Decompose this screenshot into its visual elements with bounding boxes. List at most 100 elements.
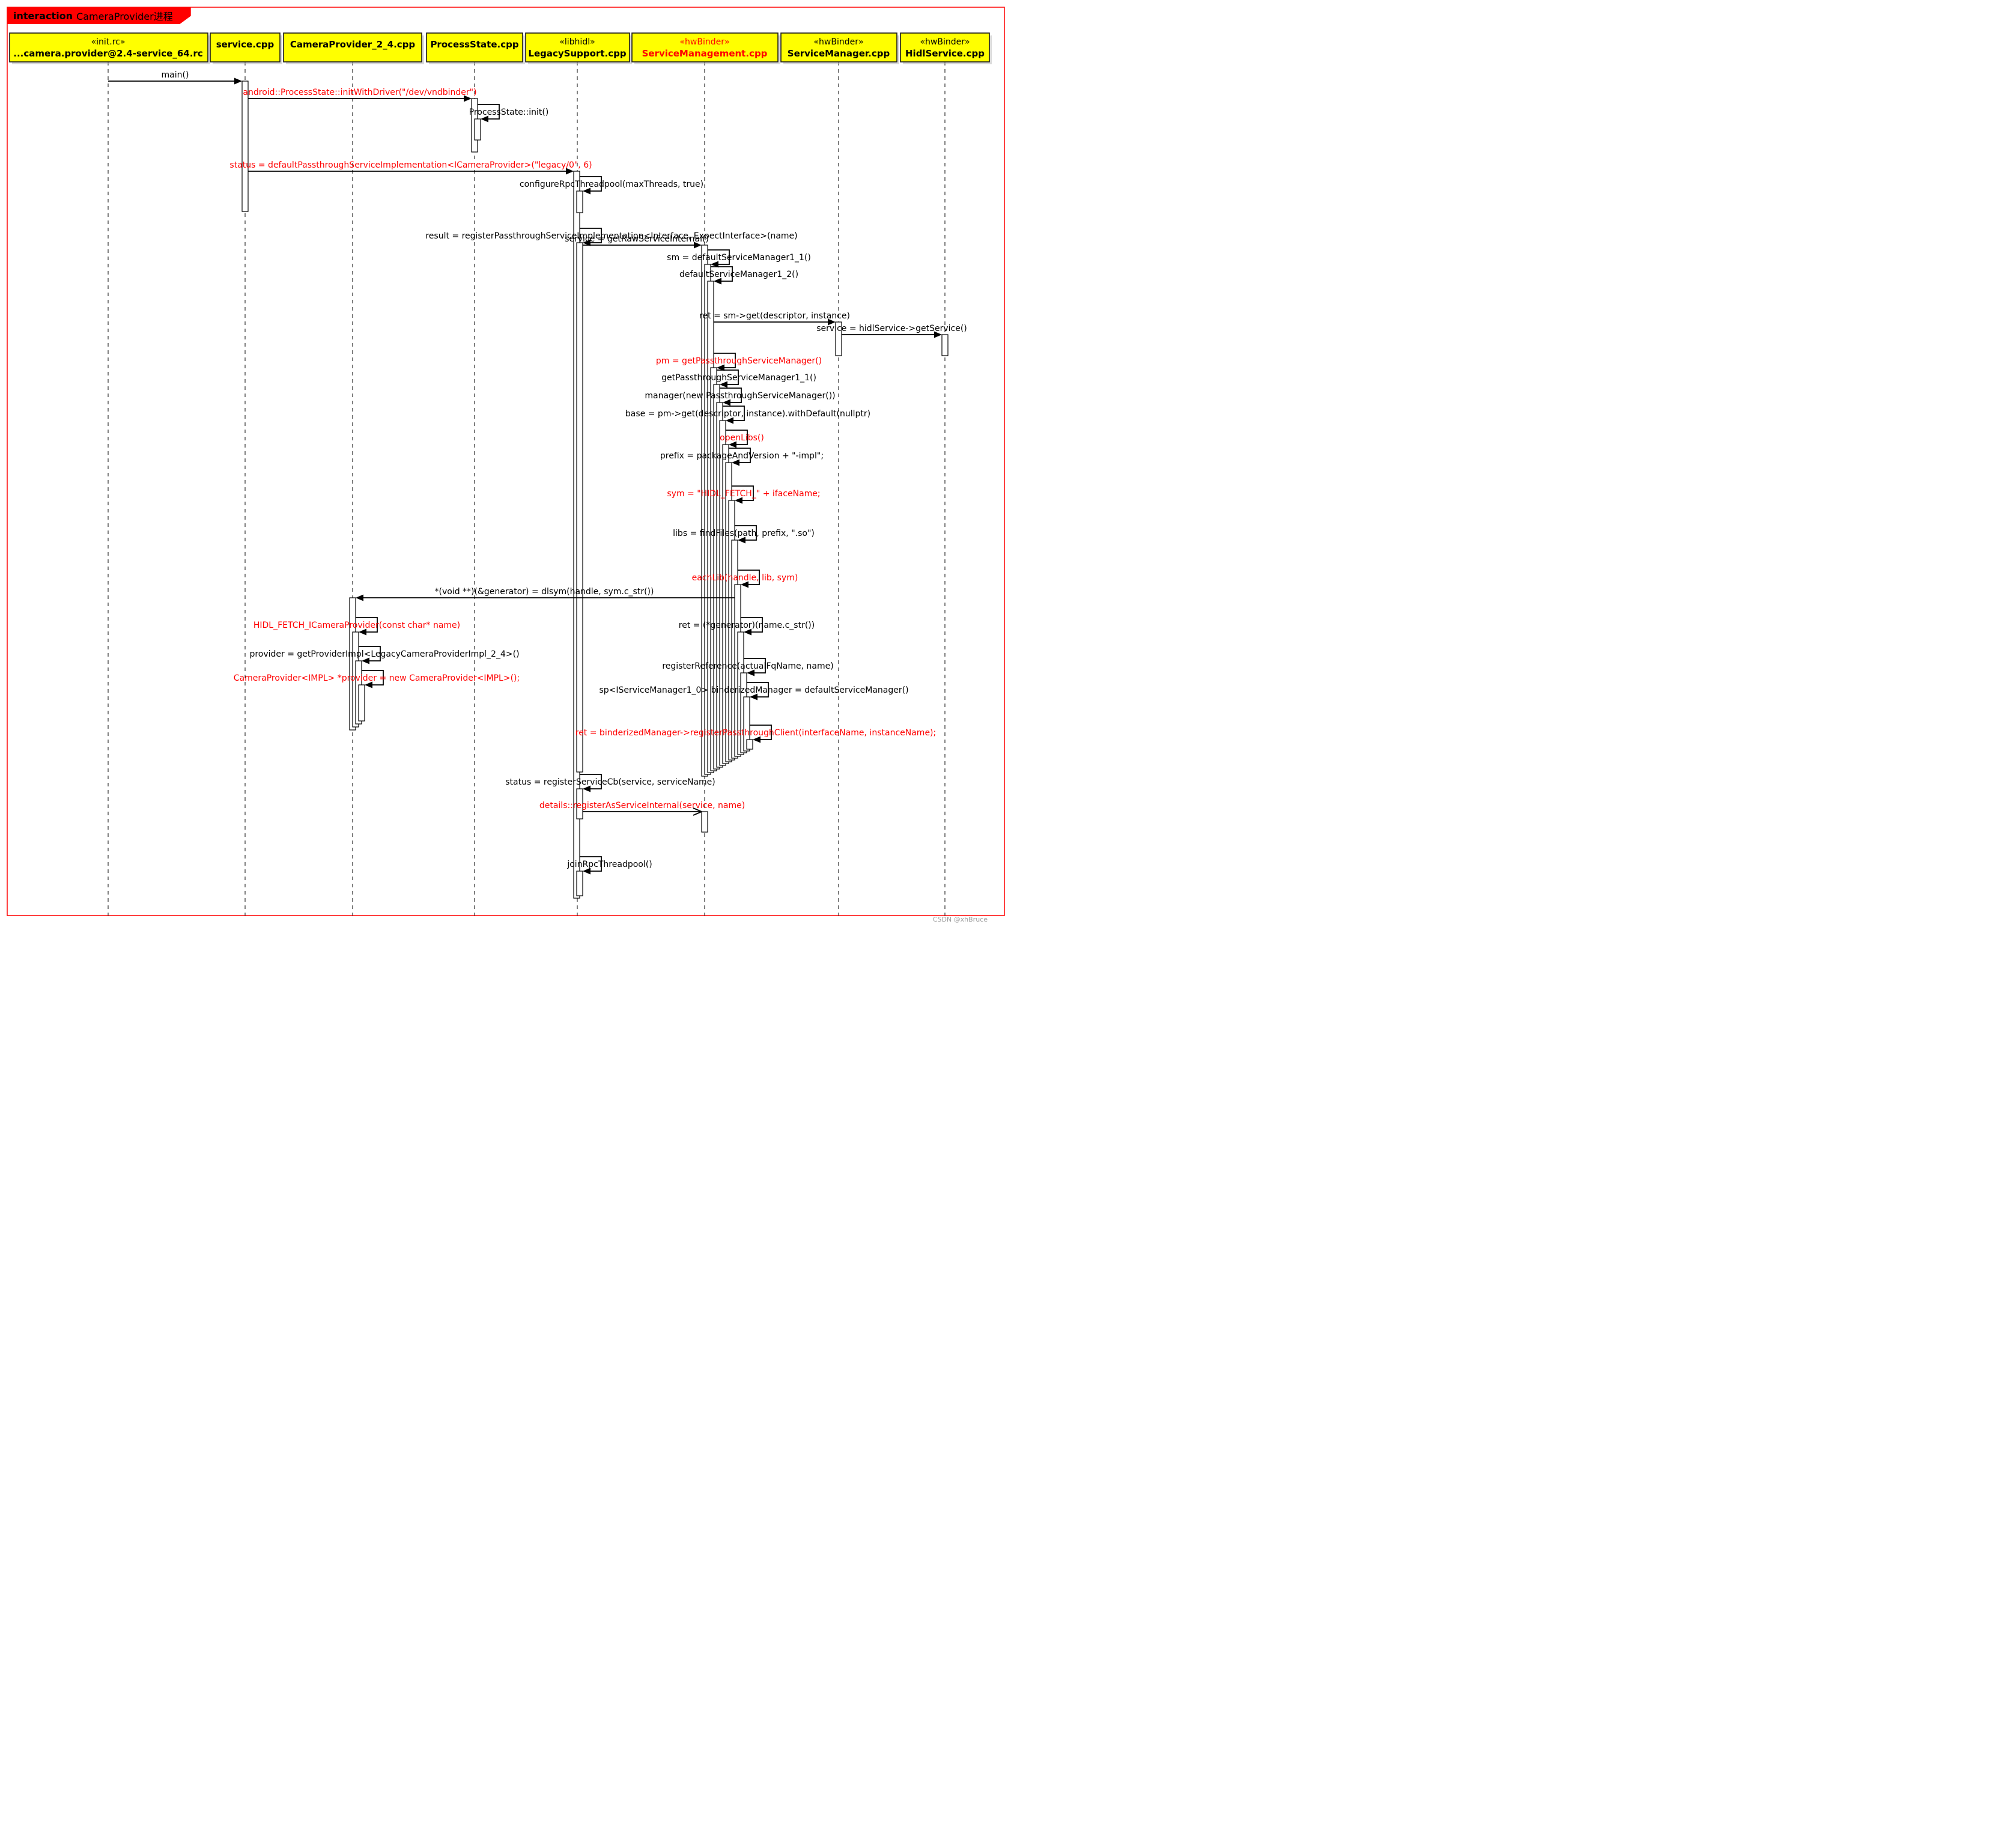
message-label: sym = "HIDL_FETCH_" + ifaceName; xyxy=(667,489,820,499)
lifeline-name: LegacySupport.cpp xyxy=(528,48,626,59)
activation-bar xyxy=(835,321,842,356)
message-arrowhead-open xyxy=(693,807,702,812)
message-label: registerReference(actualFqName, name) xyxy=(662,661,833,671)
message-arrowhead xyxy=(744,628,751,636)
self-message-loop xyxy=(750,725,772,740)
message-label: android::ProcessState::initWithDriver("/… xyxy=(243,88,476,97)
self-message-loop xyxy=(580,228,602,243)
message-arrowhead xyxy=(362,657,369,664)
message-label: result = registerPassthroughServiceImple… xyxy=(425,231,797,241)
lifeline-box-service-cpp xyxy=(210,32,281,62)
activation-bar xyxy=(941,334,949,356)
diagram-title: interaction CameraProvider进程 xyxy=(7,7,191,24)
activation-bar xyxy=(576,242,583,773)
message-arrowhead xyxy=(753,736,761,743)
message-arrowhead xyxy=(735,497,742,504)
message-label: configureRpcThreadpool(maxThreads, true) xyxy=(520,180,703,189)
message-label: ret = sm->get(descriptor, instance) xyxy=(699,311,850,321)
lifeline-stereotype: «libhidl» xyxy=(559,37,595,47)
self-message-loop xyxy=(714,353,736,368)
title-keyword: interaction xyxy=(13,10,73,22)
activation-bar xyxy=(743,696,750,752)
message-arrowhead xyxy=(583,187,591,195)
lifeline-box-service-manager-cpp xyxy=(780,32,897,62)
lifeline-stereotype: «hwBinder» xyxy=(679,37,729,47)
message-label: details::registerAsServiceInternal(servi… xyxy=(539,801,745,810)
message-arrowhead xyxy=(694,242,702,249)
sequence-diagram: «init.rc»...camera.provider@2.4-service_… xyxy=(0,0,1008,924)
self-message-loop xyxy=(580,856,602,872)
message-arrowhead xyxy=(741,581,748,588)
self-message-loop xyxy=(478,104,500,120)
self-message-loop xyxy=(708,249,730,265)
message-arrowhead xyxy=(732,459,739,466)
message-label: prefix = packageAndVersion + "-impl"; xyxy=(660,451,824,461)
message-label: CameraProvider<IMPL> *provider = new Cam… xyxy=(234,673,520,683)
message-arrowhead xyxy=(464,95,472,102)
message-label: ret = (*generator)(name.c_str()) xyxy=(679,621,815,630)
message-label: base = pm->get(descriptor, instance).wit… xyxy=(625,409,870,419)
watermark: CSDN @xhBruce xyxy=(932,916,988,923)
self-message-loop xyxy=(359,646,381,661)
message-arrowhead xyxy=(583,785,591,792)
message-label: status = defaultPassthroughServiceImplem… xyxy=(229,160,592,170)
diagram-frame xyxy=(7,7,1005,916)
message-label: joinRpcThreadpool() xyxy=(566,860,652,869)
self-message-loop xyxy=(729,448,751,463)
message-label: service = hidlService->getService() xyxy=(816,324,967,333)
lifeline-stereotype: «init.rc» xyxy=(91,37,126,47)
lifeline-name: ServiceManagement.cpp xyxy=(642,48,768,59)
message-arrowhead xyxy=(711,261,718,268)
self-message-loop xyxy=(711,266,733,282)
message-label: HIDL_FETCH_ICameraProvider(const char* n… xyxy=(254,621,460,630)
message-arrowhead xyxy=(720,381,727,388)
lifeline-box-hidl-service-cpp xyxy=(900,32,990,62)
lifeline-box-service-management-cpp xyxy=(631,32,779,62)
message-arrowhead xyxy=(934,331,942,338)
self-message-loop xyxy=(741,617,763,633)
lifeline-box-camera-provider-2-4-cpp xyxy=(283,32,422,62)
activation-bar xyxy=(576,871,583,896)
self-message-loop xyxy=(732,485,754,501)
lifeline-stereotype: «hwBinder» xyxy=(920,37,970,47)
self-message-loop xyxy=(580,774,602,789)
self-message-loop xyxy=(738,570,760,585)
activation-bar xyxy=(241,81,249,212)
message-arrowhead xyxy=(481,115,488,123)
message-label: ProcessState::init() xyxy=(469,108,549,117)
message-label: sp<IServiceManager1_0> binderizedManager… xyxy=(599,685,908,695)
message-label: openLibs() xyxy=(720,433,764,443)
message-label: defaultServiceManager1_2() xyxy=(679,270,798,279)
message-label: sm = defaultServiceManager1_1() xyxy=(667,253,811,263)
message-arrowhead xyxy=(234,78,242,85)
message-label: service = getRawServiceInternal() xyxy=(565,234,709,244)
self-message-loop xyxy=(735,525,757,541)
message-label: *(void **)(&generator) = dlsym(handle, s… xyxy=(435,587,654,597)
message-arrowhead xyxy=(726,417,733,424)
activation-bar xyxy=(576,788,583,819)
lifeline-box-init-rc xyxy=(9,32,208,62)
self-message-loop xyxy=(362,670,384,685)
message-arrowhead xyxy=(723,399,730,406)
activation-bar xyxy=(576,190,583,213)
self-message-loop xyxy=(744,658,766,673)
sequence-diagram-svg: «init.rc»...camera.provider@2.4-service_… xyxy=(7,7,1005,916)
activation-bar xyxy=(746,739,753,750)
message-arrowhead-open xyxy=(693,811,702,816)
self-message-loop xyxy=(726,430,748,445)
message-label: provider = getProviderImpl<LegacyCameraP… xyxy=(249,649,519,659)
self-message-loop xyxy=(356,617,378,633)
message-arrowhead xyxy=(714,278,721,285)
message-label: pm = getPassthroughServiceManager() xyxy=(656,356,822,366)
activation-bar xyxy=(474,118,481,141)
title-name: CameraProvider进程 xyxy=(76,11,173,22)
activation-bar xyxy=(358,684,365,722)
self-message-loop xyxy=(720,388,742,403)
self-message-loop xyxy=(723,406,745,421)
message-arrowhead xyxy=(359,628,366,636)
message-label: ret = binderizedManager->registerPassthr… xyxy=(575,728,936,738)
message-label: main() xyxy=(162,70,189,80)
message-arrowhead xyxy=(729,441,736,448)
activation-bar xyxy=(701,811,708,833)
message-arrowhead xyxy=(828,318,836,326)
